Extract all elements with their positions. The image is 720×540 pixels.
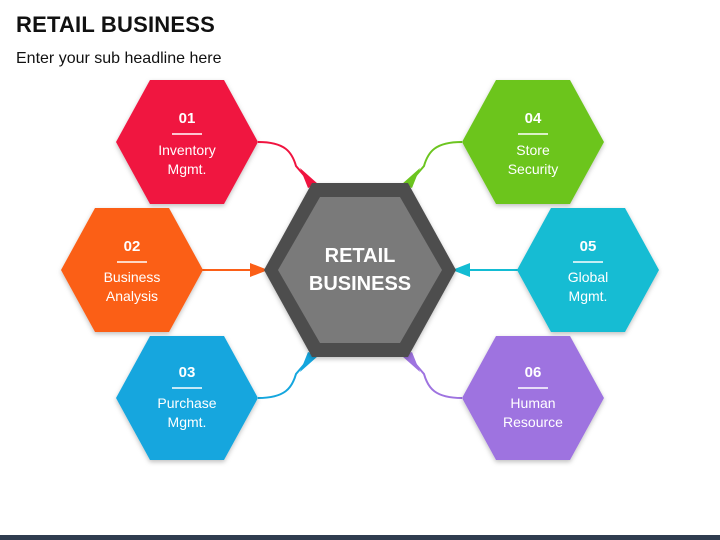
connector-06 — [402, 352, 463, 399]
center-label-line1: RETAIL — [325, 245, 396, 267]
node-04: 04 Store Security — [462, 80, 604, 204]
node-04-label-line1: Store — [516, 142, 550, 158]
page-title: RETAIL BUSINESS — [16, 12, 215, 37]
node-01-hexagon — [116, 80, 258, 204]
connector-03 — [257, 352, 318, 399]
node-01-label-line1: Inventory — [158, 142, 216, 158]
connector-02 — [200, 263, 268, 277]
node-05-label-line1: Global — [568, 269, 608, 285]
node-02-label-line2: Analysis — [106, 288, 158, 304]
node-03-label-line2: Mgmt. — [168, 414, 207, 430]
node-02: 02 Business Analysis — [61, 208, 203, 332]
node-03-number: 03 — [179, 364, 196, 381]
node-02-hexagon — [61, 208, 203, 332]
node-03-hexagon — [116, 336, 258, 460]
connector-01 — [257, 141, 318, 188]
node-06: 06 Human Resource — [462, 336, 604, 460]
node-05-hexagon — [517, 208, 659, 332]
node-05: 05 Global Mgmt. — [517, 208, 659, 332]
center-label-line2: BUSINESS — [309, 273, 411, 295]
center-hexagon-inner — [278, 197, 442, 343]
node-06-label-line1: Human — [510, 395, 555, 411]
connector-05 — [452, 263, 520, 277]
node-06-hexagon — [462, 336, 604, 460]
connector-04 — [402, 141, 463, 188]
node-05-number: 05 — [580, 238, 597, 255]
node-01-label-line2: Mgmt. — [168, 161, 207, 177]
node-03-label-line1: Purchase — [157, 395, 216, 411]
node-04-hexagon — [462, 80, 604, 204]
center-hexagon — [264, 183, 456, 357]
node-06-number: 06 — [525, 364, 542, 381]
node-05-label-line2: Mgmt. — [569, 288, 608, 304]
node-02-number: 02 — [124, 238, 141, 255]
node-04-number: 04 — [525, 110, 542, 127]
node-01: 01 Inventory Mgmt. — [116, 80, 258, 204]
node-03: 03 Purchase Mgmt. — [116, 336, 258, 460]
footer-bar — [0, 535, 720, 540]
node-06-label-line2: Resource — [503, 414, 563, 430]
node-04-label-line2: Security — [508, 161, 559, 177]
node-02-label-line1: Business — [104, 269, 161, 285]
page-subtitle: Enter your sub headline here — [16, 50, 222, 67]
node-01-number: 01 — [179, 110, 196, 127]
